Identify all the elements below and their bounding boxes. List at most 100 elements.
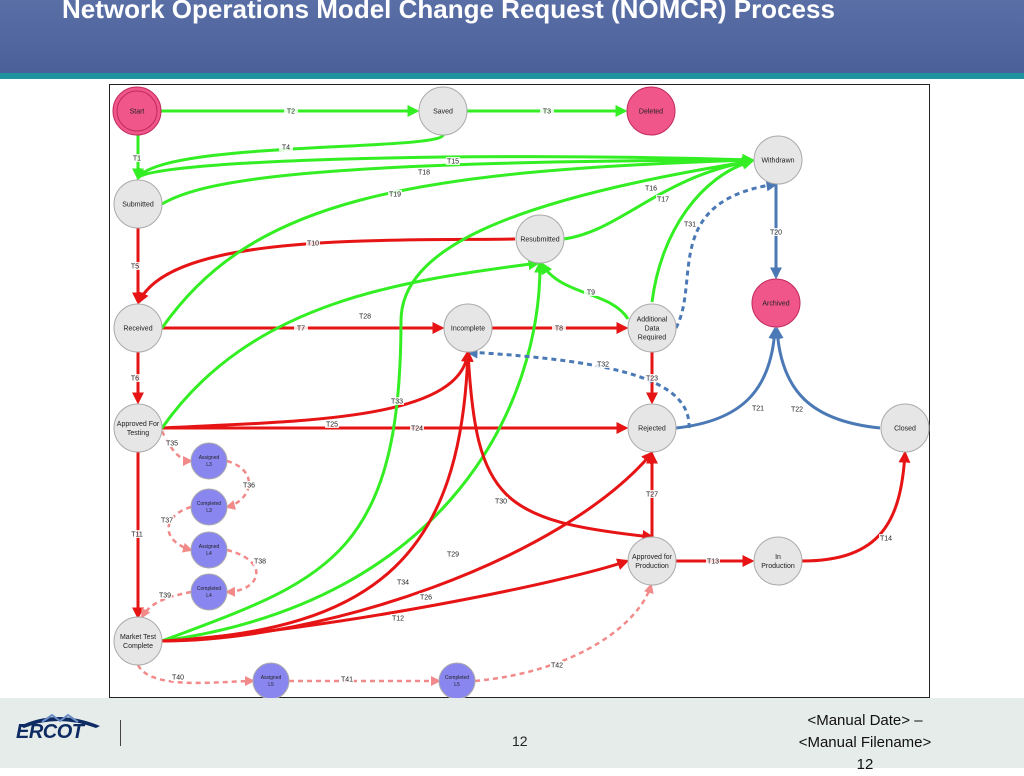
- edge-t34: [161, 349, 474, 643]
- page-number: 12: [512, 733, 528, 749]
- edge-label-bg: [790, 405, 804, 413]
- footer-manual-date: <Manual Date> –: [807, 712, 923, 729]
- node-circle: [252, 662, 290, 699]
- node-circle: [190, 573, 228, 611]
- edge-label-t9: T9: [587, 290, 595, 297]
- edge-label-bg: [596, 360, 610, 368]
- edge-label-t7: T7: [297, 326, 305, 333]
- edge-label-t33: T33: [391, 399, 403, 406]
- edge-label-t23: T23: [646, 376, 658, 383]
- node-received[interactable]: Received: [113, 303, 163, 353]
- node-label: Submitted: [122, 201, 154, 208]
- edge-t17: [563, 156, 755, 241]
- edge-label-bg: [644, 184, 658, 192]
- edge-label-bg: [160, 516, 174, 524]
- edge-label-bg: [550, 661, 564, 669]
- edge-label-t29: T29: [447, 552, 459, 559]
- edge-t16: [650, 157, 755, 303]
- edge-t25: [161, 349, 473, 430]
- node-label: Deleted: [639, 108, 663, 115]
- node-label: Withdrawn: [761, 157, 794, 164]
- edge-label-t25: T25: [326, 422, 338, 429]
- slide-footer: [0, 698, 1024, 768]
- edge-label-bg: [410, 424, 424, 432]
- edge-label-bg: [242, 481, 256, 489]
- edge-t28: [160, 258, 541, 429]
- edge-label-t1: T1: [133, 156, 141, 163]
- edge-label-bg: [340, 675, 354, 683]
- node-rejected[interactable]: Rejected: [627, 403, 677, 453]
- node-saved[interactable]: Saved: [418, 86, 468, 136]
- edge-label-bg: [306, 239, 320, 247]
- node-circle: [753, 135, 803, 185]
- edge-label-t10: T10: [307, 241, 319, 248]
- edge-label-bg: [130, 154, 144, 162]
- edge-label-t34: T34: [397, 580, 409, 587]
- edge-label-bg: [751, 404, 765, 412]
- edge-label-t14: T14: [880, 536, 892, 543]
- edge-label-bg: [284, 107, 298, 115]
- edge-t30: [466, 351, 655, 542]
- node-circle: [190, 488, 228, 526]
- edge-t21: [675, 326, 781, 430]
- node-resubmitted[interactable]: Resubmitted: [515, 214, 565, 264]
- edge-t39: [140, 590, 192, 619]
- edge-t4: [136, 133, 445, 181]
- node-circle: [515, 214, 565, 264]
- node-submitted[interactable]: Submitted: [113, 179, 163, 229]
- edge-label-bg: [128, 374, 142, 382]
- node-start[interactable]: Start: [112, 86, 162, 136]
- edge-t18: [136, 153, 755, 180]
- edge-label-t15: T15: [447, 159, 459, 166]
- node-closed[interactable]: Closed: [880, 403, 930, 453]
- edge-t31: [674, 179, 779, 329]
- edge-label-t35: T35: [166, 441, 178, 448]
- footer-page: 12: [856, 756, 874, 773]
- footer-manual-filename: <Manual Filename>: [798, 734, 932, 751]
- edge-t10: [137, 237, 516, 305]
- edge-label-t3: T3: [543, 109, 551, 116]
- edge-label-bg: [769, 228, 783, 236]
- node-incomplete[interactable]: Incomplete: [443, 303, 493, 353]
- edge-t42: [474, 583, 654, 683]
- node-circle: [418, 86, 468, 136]
- node-label: Closed: [894, 425, 916, 432]
- slide-title: Network Operations Model Change Request …: [62, 0, 835, 24]
- edge-label-bg: [171, 673, 185, 681]
- edge-label-t20: T20: [770, 230, 782, 237]
- node-withdrawn[interactable]: Withdrawn: [753, 135, 803, 185]
- edge-label-bg: [388, 190, 402, 198]
- node-archived[interactable]: Archived: [751, 278, 801, 328]
- edge-label-t6: T6: [131, 376, 139, 383]
- edge-label-t17: T17: [657, 197, 669, 204]
- logo-text: ERCOT: [16, 721, 84, 743]
- node-circle: [113, 179, 163, 229]
- edge-label-t4: T4: [282, 145, 290, 152]
- edge-label-t18: T18: [418, 170, 430, 177]
- node-deleted[interactable]: Deleted: [626, 86, 676, 136]
- edge-label-t19: T19: [389, 192, 401, 199]
- edge-label-bg: [417, 168, 431, 176]
- edge-label-bg: [494, 497, 508, 505]
- node-label: Start: [130, 108, 145, 115]
- node-label: Archived: [762, 300, 789, 307]
- edge-label-bg: [540, 107, 554, 115]
- edge-label-bg: [253, 557, 267, 565]
